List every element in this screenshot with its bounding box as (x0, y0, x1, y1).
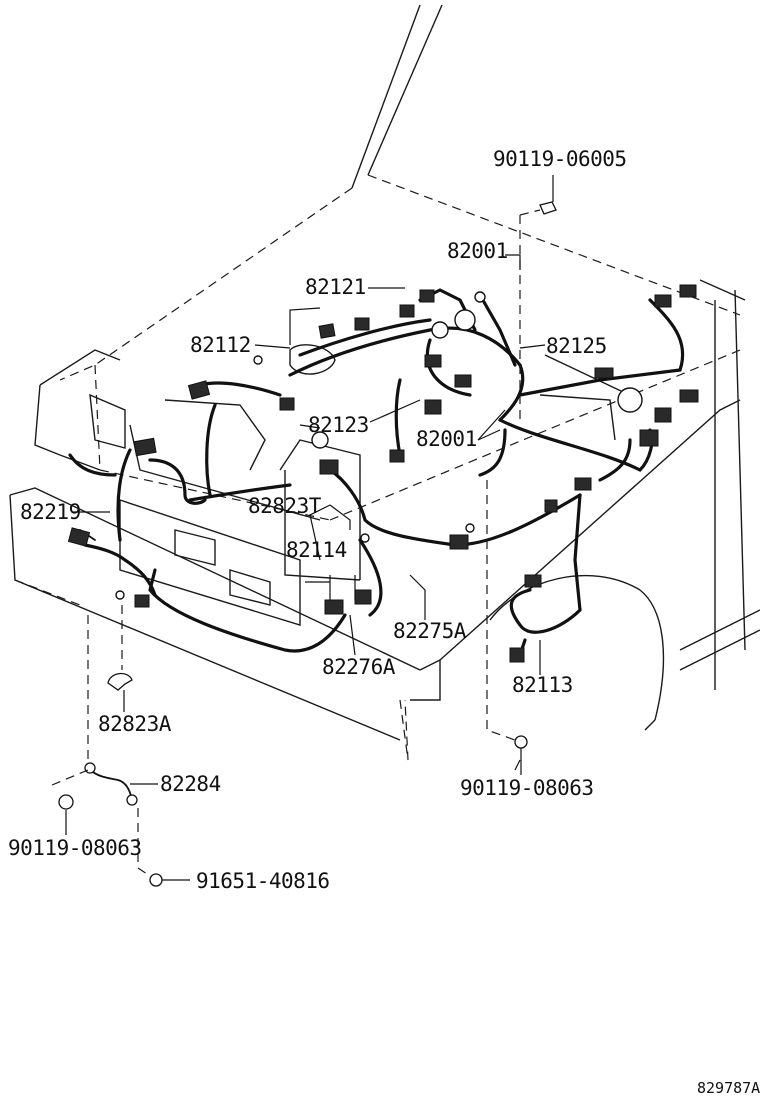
label-82276A[interactable]: 82276A (322, 655, 396, 679)
label-90119-08063-right[interactable]: 90119-08063 (460, 776, 594, 800)
clamp-82823A (107, 672, 133, 691)
label-82001-mid[interactable]: 82001 (416, 427, 477, 451)
figure-number: 829787A (697, 1079, 760, 1097)
part-labels: 90119-06005 82001 82121 82112 82125 8212… (8, 147, 760, 1097)
wire-connectors (67, 284, 699, 663)
label-leader-lines (72, 254, 546, 771)
label-82823A[interactable]: 82823A (98, 712, 172, 736)
label-82001-top[interactable]: 82001 (447, 239, 508, 263)
label-82112[interactable]: 82112 (190, 333, 251, 357)
label-91651-40816[interactable]: 91651-40816 (196, 869, 330, 893)
engine-room-wire-harness (68, 288, 685, 657)
ground-wire-82284 (89, 769, 133, 801)
bolt-90119-08063-right (514, 735, 528, 749)
vehicle-body-outline (9, 4, 760, 761)
label-82219[interactable]: 82219 (20, 500, 81, 524)
label-82123[interactable]: 82123 (308, 413, 369, 437)
label-90119-06005[interactable]: 90119-06005 (493, 147, 627, 171)
label-90119-08063-left[interactable]: 90119-08063 (8, 836, 142, 860)
label-82275A[interactable]: 82275A (393, 619, 467, 643)
label-82121[interactable]: 82121 (305, 275, 366, 299)
label-82125[interactable]: 82125 (546, 334, 607, 358)
fasteners-and-grounds (51, 175, 557, 887)
label-82114[interactable]: 82114 (286, 538, 347, 562)
label-82113[interactable]: 82113 (512, 673, 573, 697)
bolt-90119-08063-left (58, 794, 74, 810)
bolt-91651-40816 (149, 873, 163, 887)
label-82284[interactable]: 82284 (160, 772, 221, 796)
bolt-90119-06005 (539, 201, 557, 215)
label-82823T[interactable]: 82823T (248, 494, 322, 518)
